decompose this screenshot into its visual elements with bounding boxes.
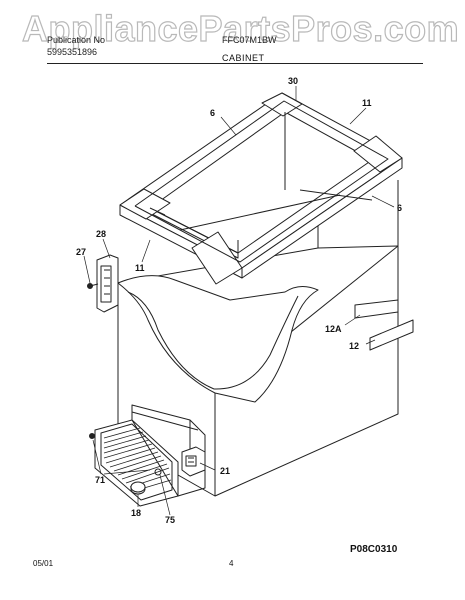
warning-labels: [354, 299, 414, 351]
cabinet-body: [117, 180, 399, 497]
section-title: CABINET: [222, 53, 265, 63]
model-number: FFC07M1BW: [222, 35, 277, 45]
publication-number: 5995351896: [47, 47, 98, 57]
knob: [130, 481, 146, 495]
callout-6-right: 6: [397, 203, 402, 213]
callout-71: 71: [95, 475, 105, 485]
callout-12: 12: [349, 341, 359, 351]
diagram-code: P08C0310: [350, 544, 398, 555]
callout-11-bottom: 11: [135, 263, 145, 273]
kickplate-grille: [89, 404, 206, 507]
control-box: [181, 446, 206, 477]
callout-75: 75: [165, 515, 175, 525]
callout-12a: 12A: [325, 324, 342, 334]
callout-21: 21: [220, 466, 230, 476]
callout-18: 18: [131, 508, 141, 518]
callout-28: 28: [96, 229, 106, 239]
callout-11-top: 11: [362, 98, 372, 108]
hinge-bracket: [87, 254, 119, 313]
header-rule: [47, 63, 423, 64]
publication-label: Publication No: [47, 35, 106, 45]
callout-27: 27: [76, 247, 86, 257]
lid-gasket-frame: [119, 92, 403, 285]
watermark-logo: AppliancePartsPros.com: [21, 7, 460, 49]
callout-30: 30: [288, 76, 298, 86]
callout-6-top: 6: [210, 108, 215, 118]
leader-lines: [83, 86, 395, 516]
footer-date: 05/01: [33, 559, 54, 568]
footer-page-number: 4: [229, 559, 234, 568]
